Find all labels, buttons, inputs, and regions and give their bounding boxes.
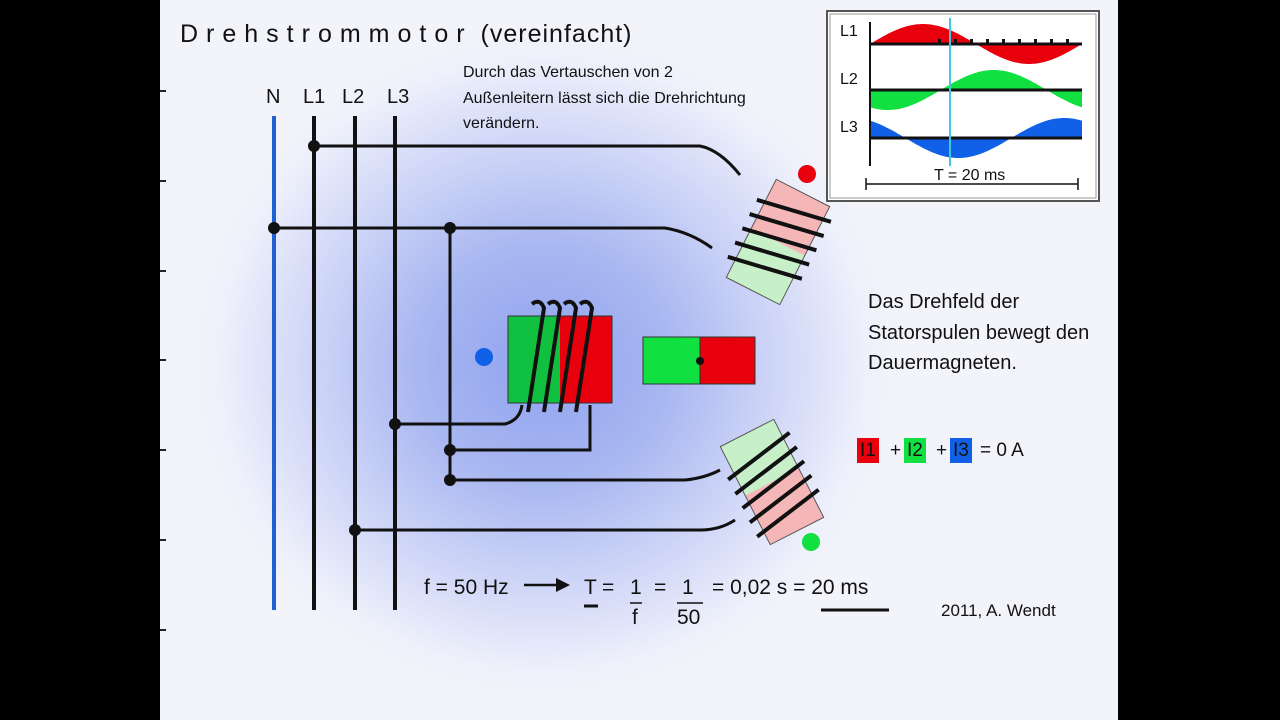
- title-sub: (vereinfacht): [480, 20, 633, 48]
- label-n: N: [266, 86, 281, 108]
- formula-fifty: 50: [677, 606, 700, 629]
- wave-label-l1: L1: [840, 23, 858, 40]
- axis-ticks: [938, 39, 1069, 43]
- label-l1: L1: [303, 86, 326, 108]
- description-text: Das Drehfeld der Statorspulen bewegt den…: [868, 291, 1090, 374]
- formula-one-b: 1: [682, 576, 694, 599]
- waveform-inset: L1 L2 L3 T = 20 ms: [826, 10, 1100, 202]
- diagram-title: Drehstrommotor (vereinfacht): [180, 20, 633, 49]
- title-main: Drehstrommotor: [180, 20, 473, 48]
- coil-left: [507, 299, 613, 413]
- permanent-magnet: [642, 336, 756, 385]
- left-ticks: [160, 90, 166, 631]
- formula: f = 50 Hz T = 1 f = 1 50 = 0,02 s = 20 m…: [424, 576, 868, 629]
- wires: [274, 144, 742, 532]
- fraction-bars: [584, 602, 889, 612]
- credit: 2011, A. Wendt: [941, 601, 1056, 620]
- formula-T: T: [584, 576, 597, 599]
- coil-upper-right: [725, 178, 832, 306]
- formula-arrow: [524, 578, 570, 592]
- formula-f-den: f: [632, 606, 638, 629]
- current-i3: I3: [950, 438, 972, 463]
- dot-blue: [475, 348, 493, 366]
- plus-2: +: [936, 440, 948, 461]
- label-l2: L2: [342, 86, 365, 108]
- wave-label-l3: L3: [840, 119, 858, 136]
- formula-f: f = 50 Hz: [424, 576, 509, 599]
- swap-note: Durch das Vertauschen von 2 Außenleitern…: [463, 64, 746, 132]
- period-marker: [865, 178, 1079, 190]
- formula-result: = 0,02 s = 20 ms: [712, 576, 868, 599]
- plus-1: +: [890, 440, 902, 461]
- current-result: = 0 A: [980, 440, 1024, 461]
- wave-label-l2: L2: [840, 71, 858, 88]
- label-l3: L3: [387, 86, 410, 108]
- formula-one-a: 1: [630, 576, 642, 599]
- wave-axes: [869, 22, 1082, 166]
- formula-eq1: =: [602, 576, 614, 599]
- formula-eq2: =: [654, 576, 666, 599]
- coil-lower-right: [719, 418, 825, 546]
- diagram-canvas: Drehstrommotor (vereinfacht) N L1 L2 L3 …: [160, 0, 1118, 720]
- current-i1: I1: [857, 438, 879, 463]
- current-i2: I2: [904, 438, 926, 463]
- wave-period-label: T = 20 ms: [934, 167, 1005, 184]
- dot-red: [798, 165, 816, 183]
- wiring-svg: f = 50 Hz T = 1 f = 1 50 = 0,02 s = 20 m…: [160, 24, 889, 631]
- dot-green: [802, 533, 820, 551]
- junction-dots: [268, 140, 456, 536]
